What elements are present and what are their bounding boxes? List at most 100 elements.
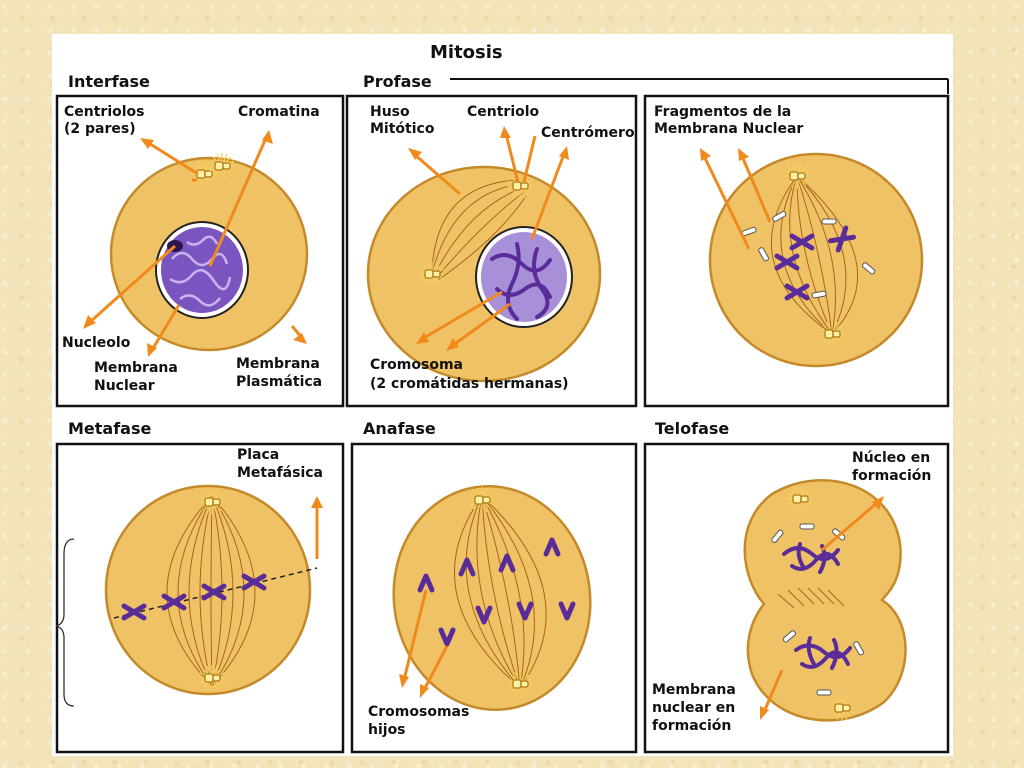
telofase-chromatin-top [782,542,840,574]
label-cromatina: Cromatina [238,104,320,120]
arrow-nucleolo [89,244,176,324]
label-cromosomas-hijos-2: hijos [368,722,406,738]
telofase-chromatin-bottom [794,636,852,670]
profase-chromosome-2 [495,282,552,299]
profase-nucleus-fill [481,232,567,322]
arrow-membrana-formacion [762,669,784,713]
arrow-membrana-nuclear [150,304,181,351]
label-membrana-formacion: Membrana [652,682,736,698]
label-placa: Placa [237,447,279,463]
arrow-centriolos [146,140,199,176]
arrow-fragmentos [702,155,751,250]
label-nucleo-formacion: Núcleo en [852,450,930,466]
arrowhead-cromatina [262,130,273,144]
telofase-membrane-fragment [782,630,796,643]
panel-telofase: Núcleo en formación Membrana nuclear en … [643,442,950,754]
arrowhead-cromosoma-2 [446,338,459,351]
chromatin-pattern [169,235,232,307]
cell-telofase [743,479,907,722]
metaphase-plate-line [113,567,318,619]
profase-chromosome-1 [490,253,552,273]
header-profase: Profase [363,72,432,91]
label-huso: Huso [370,104,410,120]
membrane-fragment [821,218,837,225]
frame-anafase [350,442,638,754]
diagram-title: Mitosis [430,42,503,63]
metafase-bracket [55,538,75,707]
arrowhead-cromosoma [416,332,429,344]
arrow-centriolo-2 [522,135,537,183]
label-membrana-nuclear: Membrana [94,360,178,376]
arrow-cromatina [208,137,268,267]
arrowhead-centriolo [500,126,511,138]
frame-profase [345,94,638,408]
telofase-membrane-fragment [853,641,865,656]
membrane-fragment [811,290,827,299]
label-fragmentos: Fragmentos de la [654,104,791,120]
profase-spindle [431,179,527,281]
label-centriolos-sub: (2 pares) [64,121,136,137]
label-cromosoma: Cromosoma [370,357,463,373]
profase-chromosome-3 [506,242,521,321]
telofase-spindle [777,587,845,609]
frame-telofase [643,442,950,754]
frame-interfase [55,94,345,408]
arrowhead-nucleo-formacion [872,496,884,510]
header-telofase: Telofase [655,419,729,438]
header-metafase: Metafase [68,419,152,438]
arrowhead-membrana-formacion [760,706,769,720]
panel-anafase: Cromosomas hijos [350,442,638,754]
cell-fragmentos [708,152,924,368]
arrow-cromosoma-2 [451,302,511,348]
arrow-fragmentos-2 [740,155,772,223]
label-membrana-formacion-2: nuclear en [652,700,735,716]
anafase-spindle [454,495,547,689]
arrowhead-centriolos [140,138,154,149]
arrowhead-membrana-nuclear [147,343,157,357]
label-placa-2: Metafásica [237,465,323,481]
label-membrana-plasmatica-2: Plasmática [236,374,322,390]
label-membrana-nuclear-2: Nuclear [94,378,155,394]
arrow-cromosoma [421,290,503,341]
metafase-spindle [166,495,256,687]
cell-anafase [392,485,592,711]
arrowhead-fragmentos-2 [738,148,749,161]
telofase-membrane-fragment [799,523,815,530]
label-centriolos: Centriolos [64,104,145,120]
mitosis-diagram: Mitosis Interfase Profase Metafase Anafa… [55,42,950,754]
arrow-centriolo [504,133,520,183]
arrowhead-huso [408,148,422,160]
profase-chromosome-4 [531,247,550,319]
arrowhead-membrana-plasmatica [293,333,307,344]
panel-fragmentos: Fragmentos de la Membrana Nuclear [643,94,950,408]
arrowhead-cromosomas-hijos-2 [420,684,429,698]
label-centromero: Centrómero [541,125,635,141]
membrane-fragment [772,211,787,222]
arrowhead-nucleolo [83,315,96,329]
frame-fragmentos [643,94,950,408]
arrowhead-placa [311,496,323,508]
label-centriolo: Centriolo [467,104,540,120]
panel-profase: Huso Mitótico Centriolo Centrómero Cromo… [345,94,638,408]
arrow-cromosomas-hijos-2 [422,645,449,691]
telofase-membrane-fragment [771,529,784,543]
arrow-centromero [530,153,566,240]
header-anafase: Anafase [363,419,436,438]
telofase-membrane-fragment [816,689,832,696]
label-membrana-formacion-3: formación [652,718,731,734]
label-fragmentos-2: Membrana Nuclear [654,121,803,137]
membrane-fragment [758,247,769,262]
header-interfase: Interfase [68,72,150,91]
label-membrana-plasmatica: Membrana [236,356,320,372]
fragmentos-spindle [770,175,859,335]
label-cromosomas-hijos: Cromosomas [368,704,469,720]
panel-interfase: Centriolos (2 pares) Cromatina Nucleolo … [55,94,345,408]
arrowhead-fragmentos [700,148,711,161]
panel-metafase: Placa Metafásica [55,442,345,754]
frame-metafase [55,442,345,754]
arrowhead-cromosomas-hijos [399,674,409,688]
label-nucleolo: Nucleolo [62,335,131,351]
arrow-huso [413,152,461,196]
label-nucleo-formacion-2: formación [852,468,931,484]
diagram-panel: Mitosis Interfase Profase Metafase Anafa… [52,34,953,756]
